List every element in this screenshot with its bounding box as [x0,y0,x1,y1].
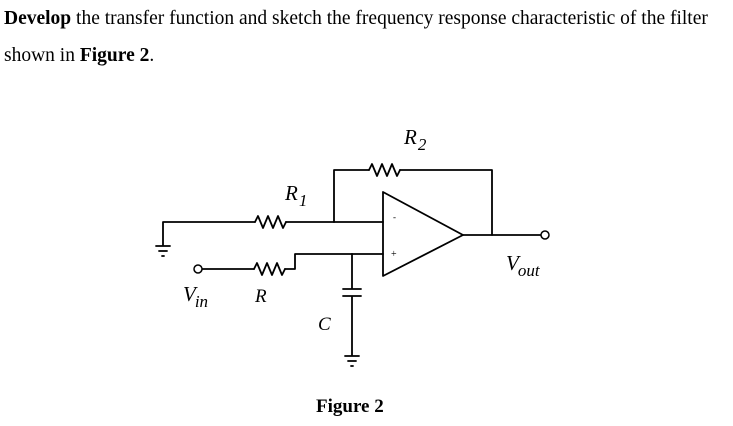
question-figure-ref: Figure 2 [79,45,150,66]
label-r1: R1 [284,181,307,210]
wire-feedback-left [333,169,370,223]
label-minus: - [393,212,396,222]
wire-r-to-cap [284,253,353,270]
wire-ground-to-r1 [162,221,256,246]
ground-symbol-left [155,245,171,257]
label-r2: R2 [403,125,427,154]
label-c: C [318,314,331,335]
label-r: R [254,286,267,307]
label-vout: Vout [506,251,541,280]
question-line-2: shown in Figure 2. [4,37,732,74]
vin-terminal [193,264,203,274]
label-plus: + [391,249,397,260]
op-amp [382,191,464,277]
question-text-end: . [149,45,155,66]
label-vin: Vin [183,282,208,311]
resistor-r2 [368,163,401,177]
question-text-1: the transfer function and sketch the fre… [71,8,708,29]
wire-feedback-right [399,169,493,236]
question-line-1: Develop the transfer function and sketch… [4,0,732,37]
ground-symbol-cap [344,355,360,367]
figure-caption: Figure 2 [316,396,384,417]
resistor-r1 [254,215,287,229]
question-bold-lead: Develop [4,8,72,29]
resistor-r [253,262,286,276]
question-text: Develop the transfer function and sketch… [4,0,732,74]
vout-terminal [540,230,550,240]
question-text-2: shown in [4,45,80,66]
